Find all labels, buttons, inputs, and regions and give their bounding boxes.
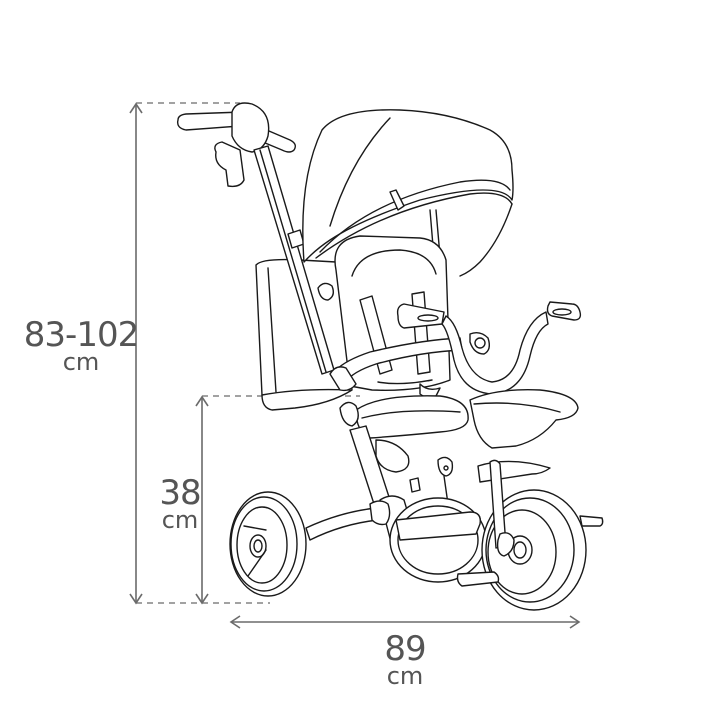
length-dimension-line [229, 615, 581, 629]
handlebar [396, 301, 582, 395]
far-rear-wheel [389, 497, 487, 583]
overall-length-value: 89 [384, 629, 426, 669]
sun-canopy [302, 109, 514, 277]
overall-length-unit: cm [386, 662, 424, 690]
rear-wheel [229, 491, 307, 597]
seat-height-value: 38 [159, 473, 201, 513]
seat-height-unit: cm [161, 506, 199, 534]
overall-length-label: 89 cm [365, 632, 445, 688]
front-basket [469, 389, 579, 449]
overall-height-value: 83-102 [23, 315, 139, 355]
seat-height-label: 38 cm [150, 476, 210, 532]
overall-height-label: 83-102 cm [22, 318, 140, 374]
front-wheel [456, 459, 604, 611]
push-handle [176, 102, 335, 375]
rear-axle-arm [305, 500, 391, 541]
overall-height-unit: cm [62, 348, 100, 376]
